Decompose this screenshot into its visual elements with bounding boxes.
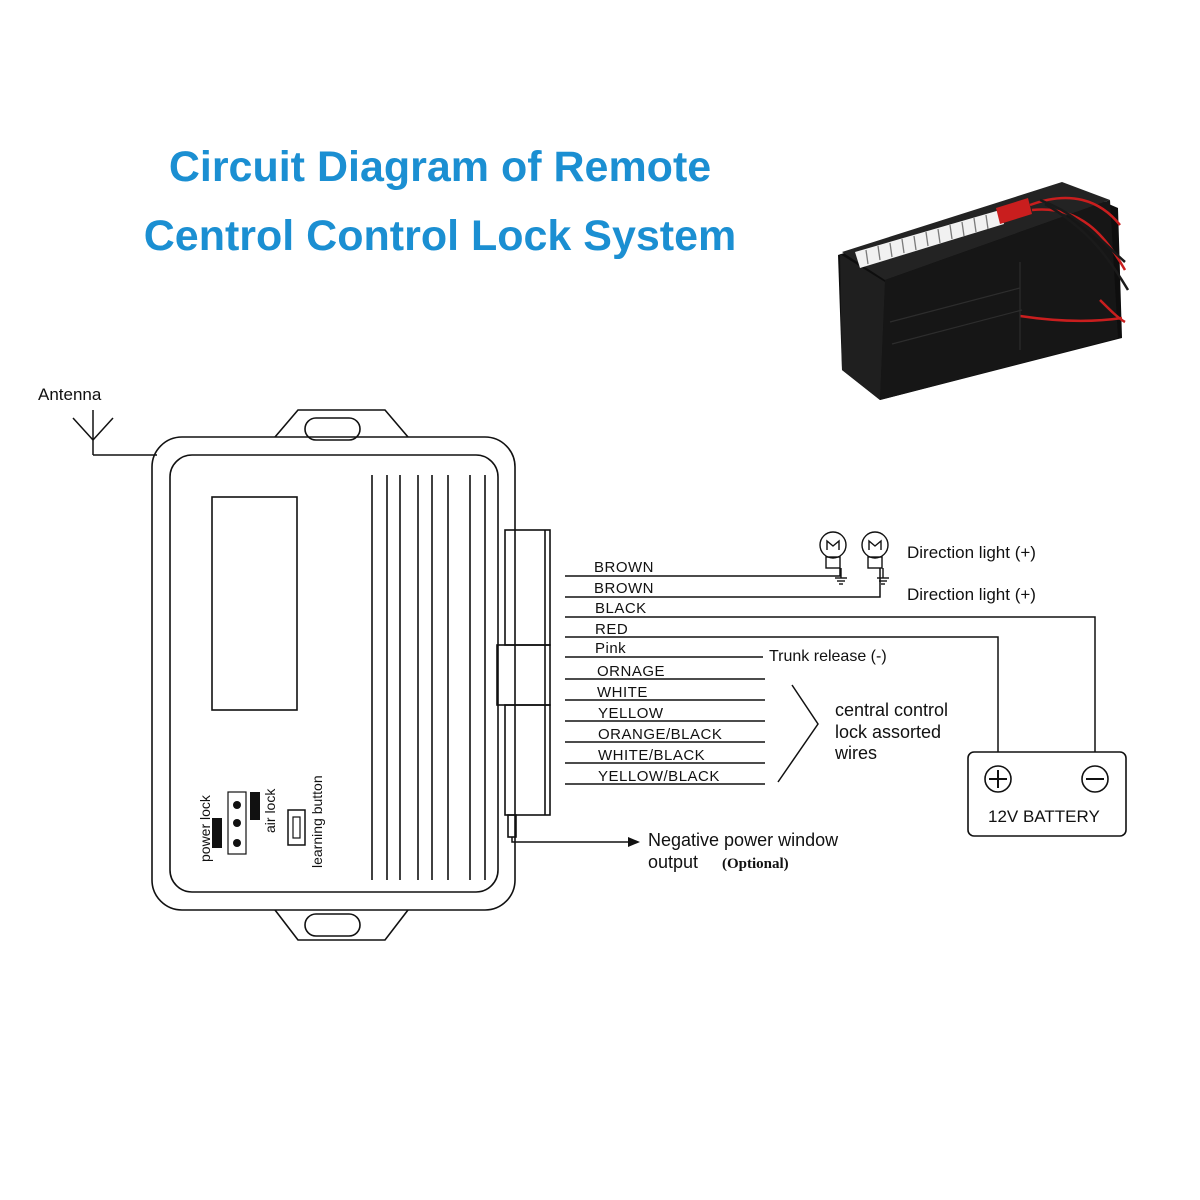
direction-light-label: Direction light (+) xyxy=(907,585,1036,604)
learning-button[interactable] xyxy=(287,809,306,846)
negative-window-label: Negative power window xyxy=(648,830,839,850)
positive-terminal-icon xyxy=(984,765,1012,793)
optional-label: (Optional) xyxy=(722,856,789,872)
wire-label: ORNAGE xyxy=(597,663,665,680)
wire-label: BLACK xyxy=(595,600,647,617)
wire-label: BROWN xyxy=(594,559,654,576)
wire-label: RED xyxy=(595,621,628,638)
bulb-icon xyxy=(819,531,847,585)
antenna-label: Antenna xyxy=(38,385,102,404)
air-lock-label: air lock xyxy=(262,788,278,833)
battery-label: 12V BATTERY xyxy=(988,807,1100,826)
wire-label: BROWN xyxy=(594,580,654,597)
diagram-title-line-1: Circuit Diagram of Remote xyxy=(168,143,712,191)
control-module xyxy=(151,409,551,941)
wire-label: ORANGE/BLACK xyxy=(598,726,722,743)
trunk-release-label: Trunk release (-) xyxy=(769,648,887,665)
jumper-pins xyxy=(227,791,247,855)
bulb-icon xyxy=(861,531,889,585)
diagram-title-line-2: Centrol Control Lock System xyxy=(143,212,737,260)
direction-light-label: Direction light (+) xyxy=(907,543,1036,562)
wire-label: Pink xyxy=(595,640,626,657)
battery: 12V BATTERY xyxy=(967,751,1127,837)
product-photo xyxy=(838,182,1130,400)
central-lock-label: lock assorted xyxy=(835,722,941,742)
power-lock-jumper xyxy=(212,818,222,848)
air-lock-jumper xyxy=(250,792,260,820)
central-lock-label: central control xyxy=(835,700,948,720)
negative-terminal-icon xyxy=(1081,765,1109,793)
negative-window-label: output xyxy=(648,852,698,872)
central-lock-label: wires xyxy=(834,743,877,763)
wire-label: YELLOW/BLACK xyxy=(598,768,720,785)
wire-label: WHITE/BLACK xyxy=(598,747,705,764)
power-lock-label: power lock xyxy=(197,794,213,862)
wire-label: WHITE xyxy=(597,684,648,701)
arrow-icon xyxy=(628,837,640,847)
learning-button-label: learning button xyxy=(309,775,325,868)
wire-labels: BROWN BROWN BLACK RED Pink ORNAGE WHITE … xyxy=(594,559,722,785)
antenna-icon xyxy=(72,410,157,456)
wire-label: YELLOW xyxy=(598,705,664,722)
